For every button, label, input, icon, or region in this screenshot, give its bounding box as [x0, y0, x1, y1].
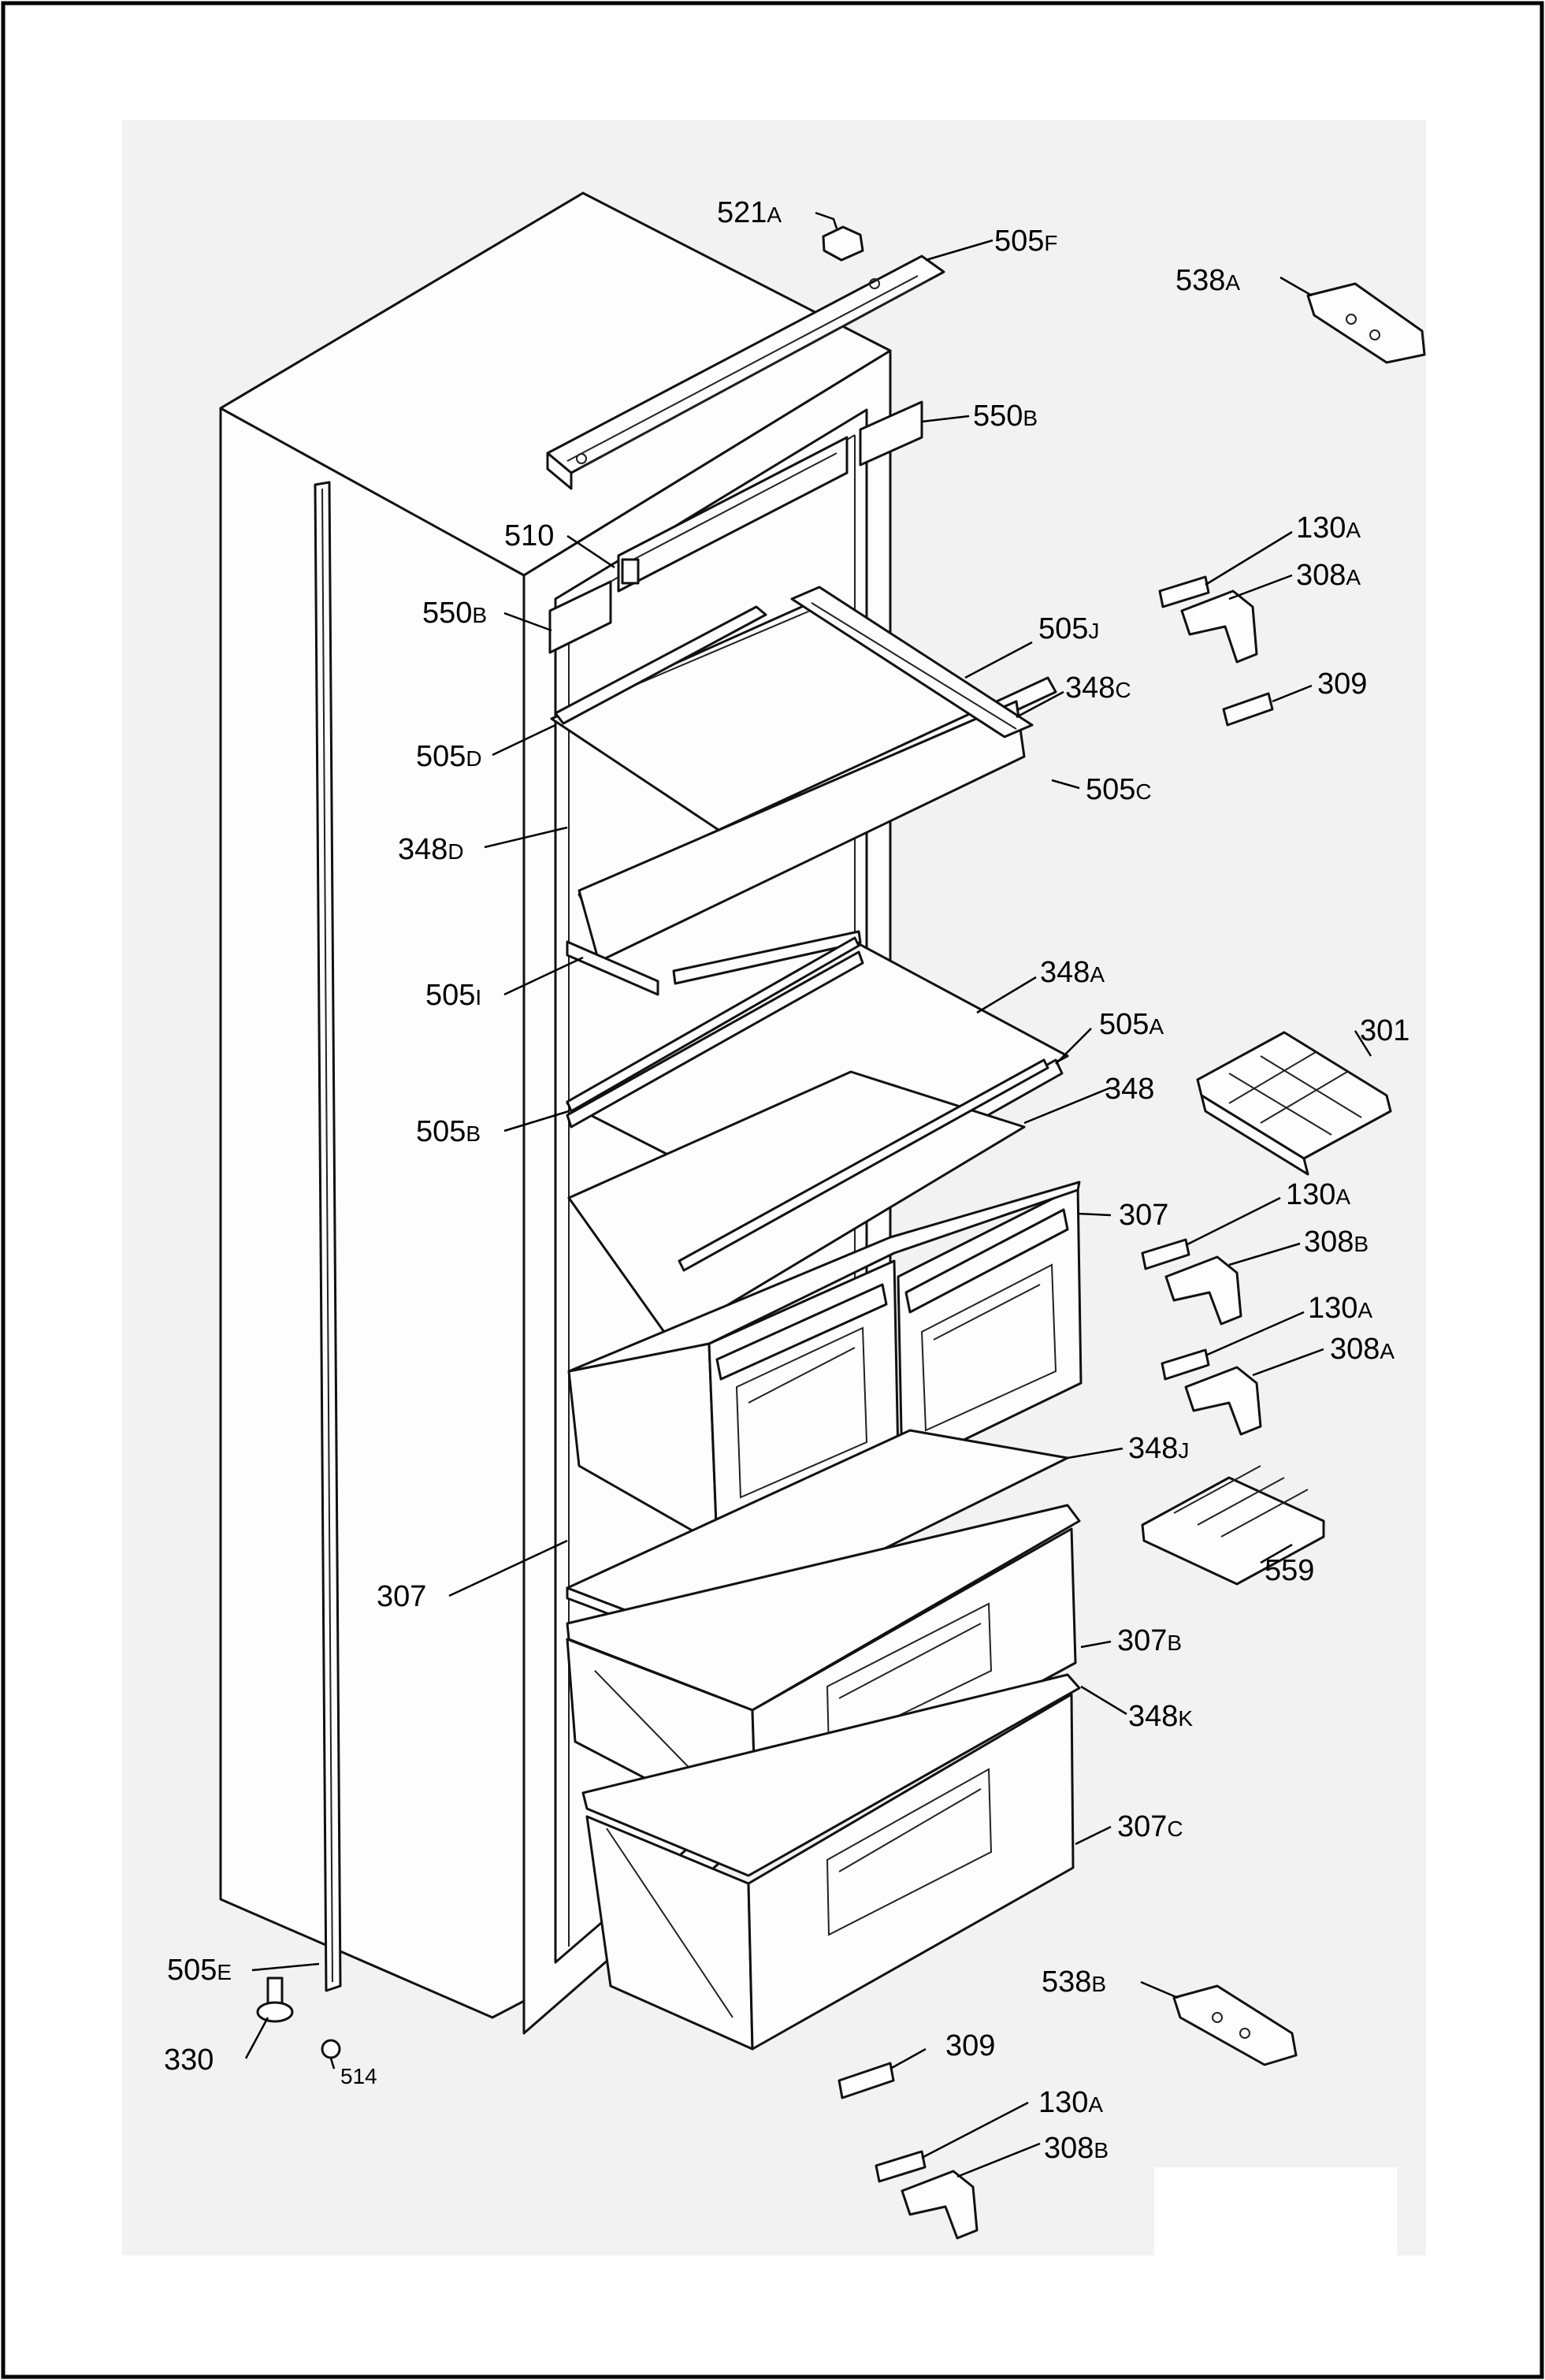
label-505D: 505D	[416, 740, 482, 773]
label-309-lower: 309	[945, 2029, 995, 2062]
label-348: 348	[1105, 1073, 1154, 1106]
ice-tray-301	[1196, 1031, 1392, 1176]
cover-309-2	[837, 2062, 895, 2099]
cover-309-1	[1222, 692, 1274, 727]
bracket-308B-2	[901, 2170, 979, 2240]
label-308B-2: 308B	[1044, 2132, 1109, 2165]
drawer-307C	[585, 1693, 1075, 2051]
label-309-upper: 309	[1317, 668, 1367, 701]
label-550B-right: 550B	[973, 400, 1038, 433]
label-308B-1: 308B	[1304, 1225, 1369, 1259]
leader-lines	[244, 211, 1372, 2178]
label-348D: 348D	[398, 833, 464, 866]
label-130A-4: 130A	[1038, 2086, 1103, 2119]
label-505J: 505J	[1038, 612, 1099, 645]
shelf-348K	[581, 1673, 1081, 1877]
label-348J: 348J	[1128, 1432, 1189, 1465]
part-labels: 521A 505F 538A 550B 510 550B 130A 308A 5…	[164, 196, 1409, 2165]
label-330: 330	[164, 2043, 214, 2077]
label-538A: 538A	[1175, 264, 1240, 297]
bracket-308A-2	[1184, 1366, 1262, 1436]
light-cover-510	[617, 436, 849, 593]
label-307-left: 307	[377, 1580, 426, 1613]
top-rail-505F	[546, 255, 945, 490]
label-505A: 505A	[1099, 1008, 1164, 1041]
hinge-538B	[1172, 1984, 1298, 2066]
spacer-550B-right	[859, 400, 923, 467]
bracket-308A-1	[1180, 589, 1258, 664]
label-307C: 307C	[1117, 1810, 1183, 1843]
label-348C: 348C	[1065, 671, 1131, 705]
label-505B: 505B	[416, 1115, 481, 1148]
upper-shelf	[550, 586, 1057, 996]
label-514: 514	[340, 2064, 377, 2088]
label-348A: 348A	[1040, 956, 1105, 989]
spacer-550B-left	[548, 580, 612, 654]
hinge-538A	[1306, 282, 1426, 364]
label-505I: 505I	[425, 979, 481, 1012]
label-538B: 538B	[1042, 1965, 1106, 1999]
label-308A-2: 308A	[1330, 1333, 1395, 1366]
label-308A-1: 308A	[1296, 559, 1361, 592]
plug-514	[321, 2039, 341, 2059]
label-130A-3: 130A	[1308, 1292, 1372, 1325]
foot-330	[256, 1977, 294, 2023]
hinge-cover-130A-4	[875, 2150, 927, 2183]
label-307B: 307B	[1117, 1624, 1182, 1657]
label-130A-1: 130A	[1296, 511, 1361, 545]
label-550B-left: 550B	[422, 597, 487, 630]
label-559: 559	[1265, 1554, 1314, 1587]
label-307-right: 307	[1119, 1199, 1168, 1232]
label-130A-2: 130A	[1286, 1178, 1350, 1211]
middle-shelf	[566, 936, 1069, 1341]
label-348K: 348K	[1128, 1700, 1193, 1733]
label-505F: 505F	[994, 225, 1058, 258]
hinge-cover-130A-3	[1161, 1348, 1210, 1381]
hinge-cover-130A-2	[1141, 1238, 1190, 1270]
label-505E: 505E	[167, 1954, 232, 1987]
label-510: 510	[504, 519, 554, 552]
blank-corner	[1154, 2167, 1397, 2255]
crisper-drawers-307	[567, 1181, 1083, 1546]
light-switch-521A	[822, 225, 864, 262]
hinge-cover-130A-1	[1158, 575, 1210, 608]
label-505C: 505C	[1086, 773, 1152, 806]
grille-559	[1141, 1465, 1325, 1586]
bracket-308B-1	[1164, 1255, 1242, 1326]
label-521A: 521A	[717, 196, 782, 229]
label-301: 301	[1360, 1014, 1409, 1047]
